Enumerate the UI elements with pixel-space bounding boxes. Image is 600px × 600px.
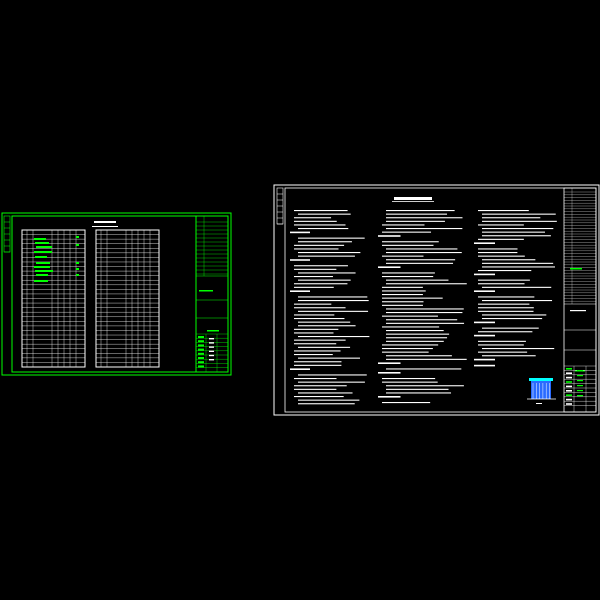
left-sheet-title [92, 221, 118, 227]
right-notes-column-2 [378, 210, 467, 404]
left-sheet [1, 212, 232, 376]
right-binding-strip [276, 187, 284, 225]
left-binding-strip [3, 215, 11, 253]
right-notes-column-3 [474, 210, 557, 367]
right-sheet-title [392, 197, 434, 202]
left-title-block [195, 215, 229, 373]
left-table-1 [21, 229, 86, 368]
right-detail-diagram [527, 378, 556, 404]
right-sheet [273, 184, 600, 416]
left-sheet-outer-frame [1, 212, 232, 376]
left-table-2 [95, 229, 160, 368]
right-sheet-outer-frame [273, 184, 600, 416]
right-notes-column-1 [290, 210, 370, 405]
right-title-block [563, 187, 597, 413]
